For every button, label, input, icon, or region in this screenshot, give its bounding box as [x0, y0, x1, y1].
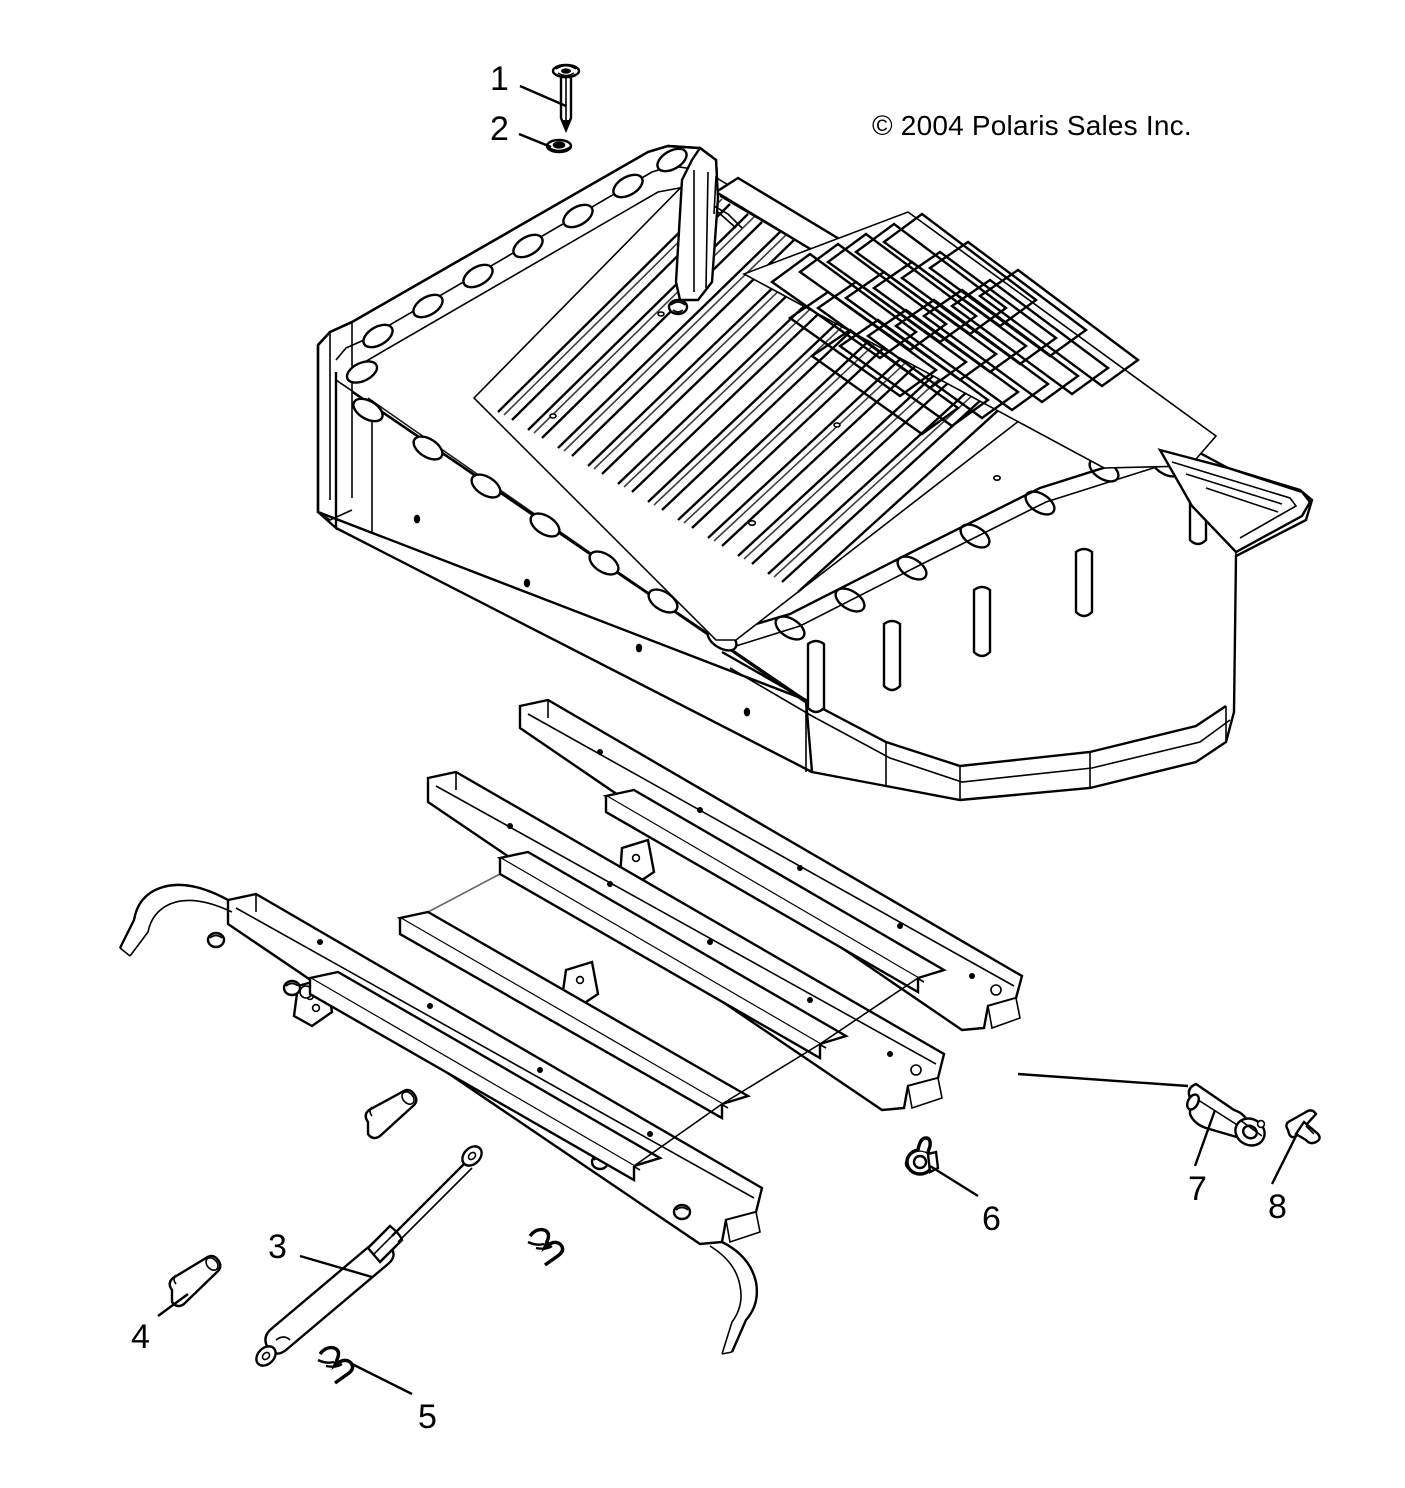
part-clevis-pin-labeled: [168, 1254, 222, 1308]
leader-line-7-long: [1017, 1072, 1189, 1088]
callout-number-2: 2: [490, 110, 509, 148]
leader-line-7: [1193, 1109, 1217, 1167]
callout-number-5: 5: [418, 1398, 437, 1436]
part-lift-frame: [118, 698, 1024, 1355]
part-hairpin-clip-labeled: [317, 1345, 355, 1385]
part-hairpin-clip-second: [527, 1227, 565, 1267]
box-floor-ribs-right: [742, 211, 1218, 469]
frame-handle-left: [118, 883, 233, 957]
callout-number-8: 8: [1268, 1188, 1287, 1226]
callout-number-7: 7: [1188, 1170, 1207, 1208]
callout-number-4: 4: [131, 1318, 150, 1356]
leader-line-6: [929, 1164, 979, 1198]
frame-handle-right: [709, 1240, 759, 1355]
part-cargo-box: [316, 144, 1314, 802]
part-hex-bolt: [1285, 1109, 1321, 1145]
callout-number-3: 3: [268, 1228, 287, 1266]
leader-line-1: [519, 84, 567, 108]
copyright-notice: © 2004 Polaris Sales Inc.: [872, 110, 1192, 141]
part-flat-washer: [545, 138, 573, 154]
box-tailgate: [1157, 448, 1312, 566]
callout-number-1: 1: [490, 60, 509, 98]
callout-number-6: 6: [982, 1200, 1001, 1238]
leader-line-4: [157, 1293, 189, 1317]
box-wall-tabs: [806, 477, 1208, 714]
leader-line-5: [351, 1362, 413, 1396]
part-flange-bolt: [551, 63, 581, 134]
frame-webs: [427, 873, 919, 1167]
box-wall-holes: [413, 514, 751, 717]
leader-line-2: [518, 132, 552, 149]
part-pivot-tube: [1186, 1082, 1266, 1147]
leader-line-3: [299, 1254, 373, 1279]
part-cable-clamp: [904, 1136, 940, 1176]
frame-cross-members: [306, 788, 947, 1183]
box-floor-holes: [549, 311, 1001, 526]
part-clevis-pin-second: [364, 1088, 418, 1140]
part-gas-strut: [255, 1145, 483, 1367]
box-corner-post: [667, 146, 743, 316]
leader-line-8: [1270, 1135, 1298, 1185]
